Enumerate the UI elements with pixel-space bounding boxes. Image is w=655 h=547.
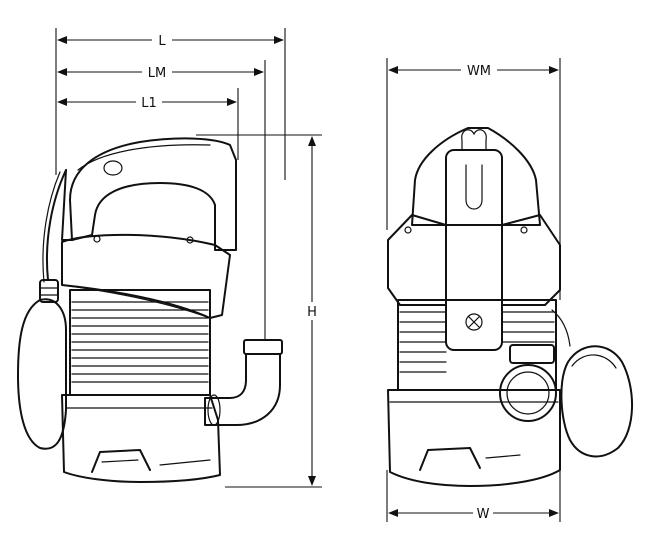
- dimension-h: H: [196, 134, 322, 488]
- front-cover-left: [387, 214, 447, 306]
- dimension-l1: L1: [57, 88, 239, 160]
- pump-side-view: [17, 137, 283, 483]
- housing-ribs: [71, 301, 209, 383]
- dimension-l: L: [55, 28, 286, 180]
- front-pump-base: [387, 389, 561, 487]
- dimension-lm: LM: [57, 60, 266, 340]
- float-cable: [45, 169, 67, 281]
- dimension-label-wm: WM: [467, 64, 491, 79]
- float-switch-icon: [17, 298, 67, 450]
- dimension-lines: L LM L1 H: [55, 28, 561, 522]
- base-inlet-slot: [91, 449, 151, 473]
- carry-handle: [69, 137, 237, 251]
- dimension-label-lm: LM: [148, 66, 166, 81]
- dimension-label-h: H: [307, 305, 317, 320]
- front-housing-ribs: [399, 311, 555, 373]
- front-handle: [411, 127, 541, 226]
- pump-front-view: [387, 127, 633, 487]
- upper-cover: [61, 233, 231, 319]
- front-strap: [445, 149, 503, 351]
- dimension-w: W: [386, 470, 561, 522]
- dimension-wm: WM: [386, 58, 561, 300]
- dimension-label-l1: L1: [141, 96, 157, 111]
- pump-base: [61, 394, 221, 483]
- screw-icon: [465, 313, 483, 331]
- outlet-elbow: [204, 339, 283, 426]
- front-float-switch-icon: [560, 345, 633, 458]
- front-outlet: [499, 344, 557, 422]
- front-base-slot: [419, 447, 481, 471]
- dimension-label-l: L: [158, 34, 166, 49]
- front-cover-right: [501, 214, 561, 306]
- dimension-label-w: W: [477, 507, 490, 522]
